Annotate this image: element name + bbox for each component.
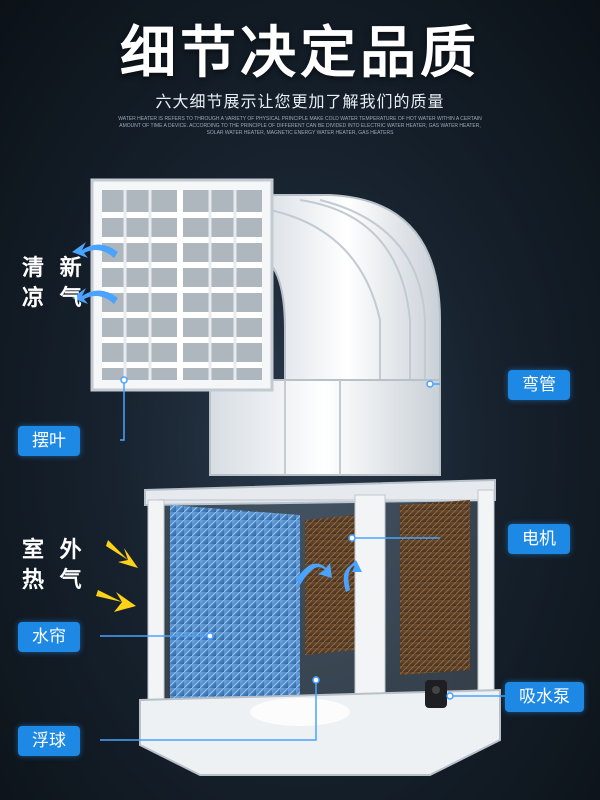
louver-grille [90,178,274,392]
callout-float-ball: 浮球 [18,726,80,756]
elbow-duct [209,194,441,476]
fresh-air-arrows [72,242,118,304]
outdoor-air-line1: 室 外 [22,538,86,563]
callout-water-curtain: 水帘 [18,622,80,652]
fine-print-text: WATER HEATER IS REFERS TO THROUGH A VARI… [118,116,482,136]
callout-elbow-pipe: 弯管 [508,370,570,400]
leader-lines [100,376,505,741]
fresh-air-line2: 凉 气 [22,286,86,311]
callout-water-pump: 吸水泵 [505,682,584,712]
fresh-air-caption: 清 新 凉 气 [22,254,86,314]
outdoor-air-line2: 热 气 [22,568,86,593]
callout-motor: 电机 [508,524,570,554]
fresh-air-line1: 清 新 [22,256,86,281]
outdoor-hot-air-caption: 室 外 热 气 [22,536,86,596]
cooler-body [139,478,501,776]
callout-louver: 摆叶 [18,426,80,456]
hot-air-arrows [96,540,138,612]
page-subtitle: 六大细节展示让您更加了解我们的质量 [155,92,445,111]
page-title: 细节决定品质 [120,21,480,86]
